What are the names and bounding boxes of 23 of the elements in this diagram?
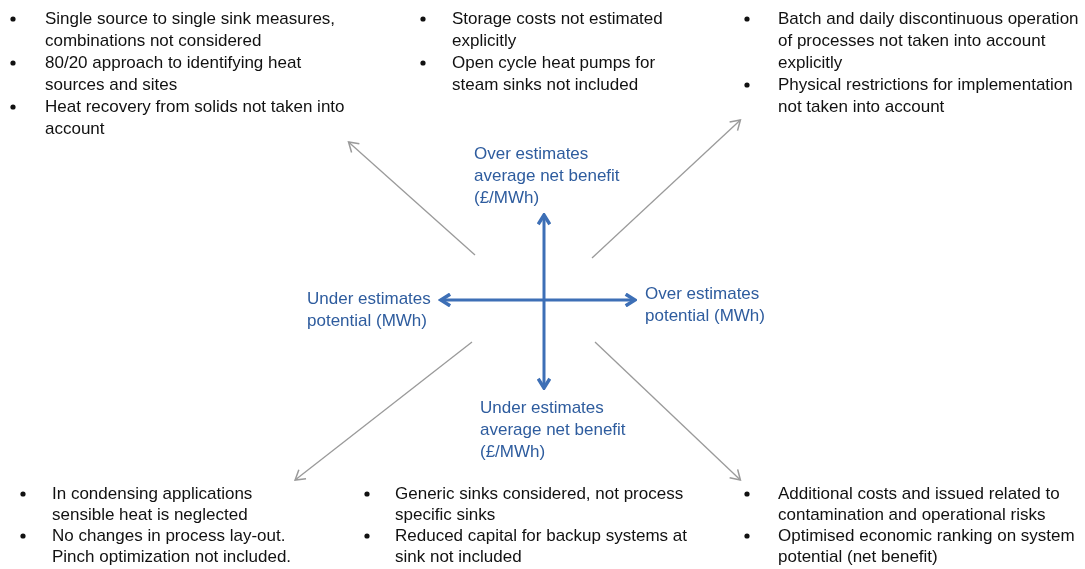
- bullet-point: No changes in process lay-out. Pinch optimization not included.: [52, 526, 292, 566]
- bullet-point: In condensing applications sensible heat is neglected: [52, 484, 253, 524]
- bullet-point: Generic sinks considered, not process specific sinks: [395, 484, 684, 524]
- bullet-point: Optimised economic ranking on system potential (net benefit): [778, 526, 1075, 566]
- arrow: [294, 341, 473, 481]
- axis-arrow: [536, 213, 552, 390]
- bullet-point: Open cycle heat pumps for steam sinks not included: [452, 53, 656, 94]
- axis-label: Under estimates average net benefit (£/MWh): [480, 397, 627, 463]
- bullet-point: Batch and daily discontinuous operation of processes not taken into account explicitly: [778, 9, 1079, 72]
- bullet-point: 80/20 approach to identifying heat sources and sites: [45, 53, 302, 94]
- bullet-point: Additional costs and issued related to contamination and operational risks: [778, 484, 1060, 524]
- arrow: [591, 119, 742, 259]
- axis-label: Over estimates average net benefit (£/MWh): [474, 143, 621, 209]
- bullet-point: Storage costs not estimated explicitly: [452, 9, 663, 50]
- axis-label: Under estimates potential (MWh): [307, 288, 432, 332]
- bullet-point: Physical restrictions for implementation not taken into account: [778, 75, 1073, 116]
- axis-label: Over estimates potential (MWh): [645, 283, 766, 327]
- bullet-point: Heat recovery from solids not taken into account: [45, 97, 345, 138]
- arrow: [594, 341, 742, 481]
- bullet-point: Single source to single sink measures, combinations not considered: [45, 9, 336, 50]
- arrow: [347, 141, 476, 256]
- axis-arrow: [439, 292, 637, 308]
- bullet-point: Reduced capital for backup systems at sink not included: [395, 526, 687, 566]
